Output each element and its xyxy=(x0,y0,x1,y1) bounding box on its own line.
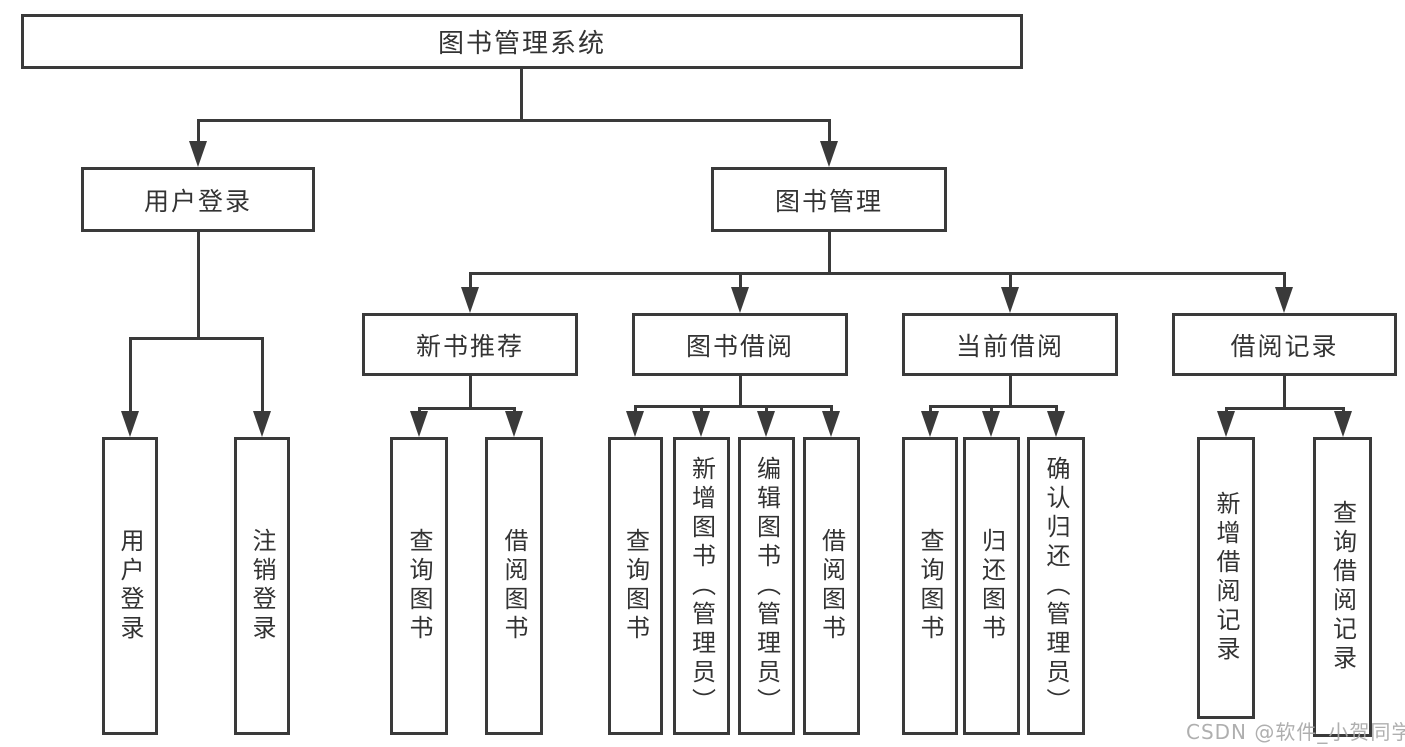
leaf-confirm-return-admin: 确认归还（管理员） xyxy=(1027,437,1085,735)
connector-current-stem xyxy=(1009,376,1012,405)
arrow-down-query-books-3 xyxy=(921,405,939,437)
connector-records-hline xyxy=(1225,407,1344,410)
connector-book-management-stem xyxy=(828,232,831,272)
leaf-query-books-1: 查询图书 xyxy=(390,437,448,735)
arrow-down-leaf-user-login xyxy=(121,337,139,437)
arrow-down-book-management xyxy=(820,119,838,167)
node-new-book-recommendation: 新书推荐 xyxy=(362,313,578,376)
arrow-down-add-book xyxy=(692,405,710,437)
arrow-down-query-books-1 xyxy=(410,407,428,437)
leaf-borrow-books-2: 借阅图书 xyxy=(803,437,860,735)
node-user-login: 用户登录 xyxy=(81,167,315,232)
arrow-down-edit-book xyxy=(757,405,775,437)
arrow-down-add-record xyxy=(1217,407,1235,437)
connector-current-hline xyxy=(929,405,1057,408)
arrow-down-query-record xyxy=(1334,407,1352,437)
leaf-query-books-2: 查询图书 xyxy=(608,437,663,735)
node-current-borrowing: 当前借阅 xyxy=(902,313,1118,376)
arrow-down-borrow-books-1 xyxy=(505,407,523,437)
arrow-down-leaf-logout xyxy=(253,337,271,437)
leaf-add-book-admin: 新增图书（管理员） xyxy=(673,437,730,735)
connector-borrowing-hline xyxy=(634,405,833,408)
arrow-down-borrowing-records xyxy=(1275,272,1293,313)
arrow-down-new-book-recommendation xyxy=(461,272,479,313)
connector-records-stem xyxy=(1283,376,1286,407)
leaf-query-books-3: 查询图书 xyxy=(902,437,958,735)
connector-recommendation-hline xyxy=(418,407,515,410)
arrow-down-current-borrowing xyxy=(1001,272,1019,313)
arrow-down-borrow-books-2 xyxy=(822,405,840,437)
node-root-system: 图书管理系统 xyxy=(21,14,1023,69)
arrow-down-user-login xyxy=(189,119,207,167)
leaf-add-borrow-record: 新增借阅记录 xyxy=(1197,437,1255,719)
connector-root-stem xyxy=(520,69,523,119)
leaf-user-login: 用户登录 xyxy=(102,437,158,735)
node-borrowing-records: 借阅记录 xyxy=(1172,313,1397,376)
node-book-management: 图书管理 xyxy=(711,167,947,232)
arrow-down-confirm-return xyxy=(1047,405,1065,437)
leaf-logout: 注销登录 xyxy=(234,437,290,735)
arrow-down-return-books xyxy=(982,405,1000,437)
node-book-borrowing: 图书借阅 xyxy=(632,313,848,376)
arrow-down-query-books-2 xyxy=(626,405,644,437)
arrow-down-book-borrowing xyxy=(731,272,749,313)
leaf-borrow-books-1: 借阅图书 xyxy=(485,437,543,735)
connector-user-login-stem xyxy=(197,232,200,337)
connector-borrowing-stem xyxy=(739,376,742,405)
connector-book-management-hline xyxy=(469,272,1285,275)
csdn-watermark: CSDN @软件_小贺同学 xyxy=(1186,720,1405,744)
leaf-return-books: 归还图书 xyxy=(963,437,1020,735)
connector-root-hline xyxy=(197,119,831,122)
leaf-edit-book-admin: 编辑图书（管理员） xyxy=(738,437,795,735)
connector-user-login-hline xyxy=(129,337,263,340)
connector-recommendation-stem xyxy=(469,376,472,407)
leaf-query-borrow-record: 查询借阅记录 xyxy=(1313,437,1372,737)
